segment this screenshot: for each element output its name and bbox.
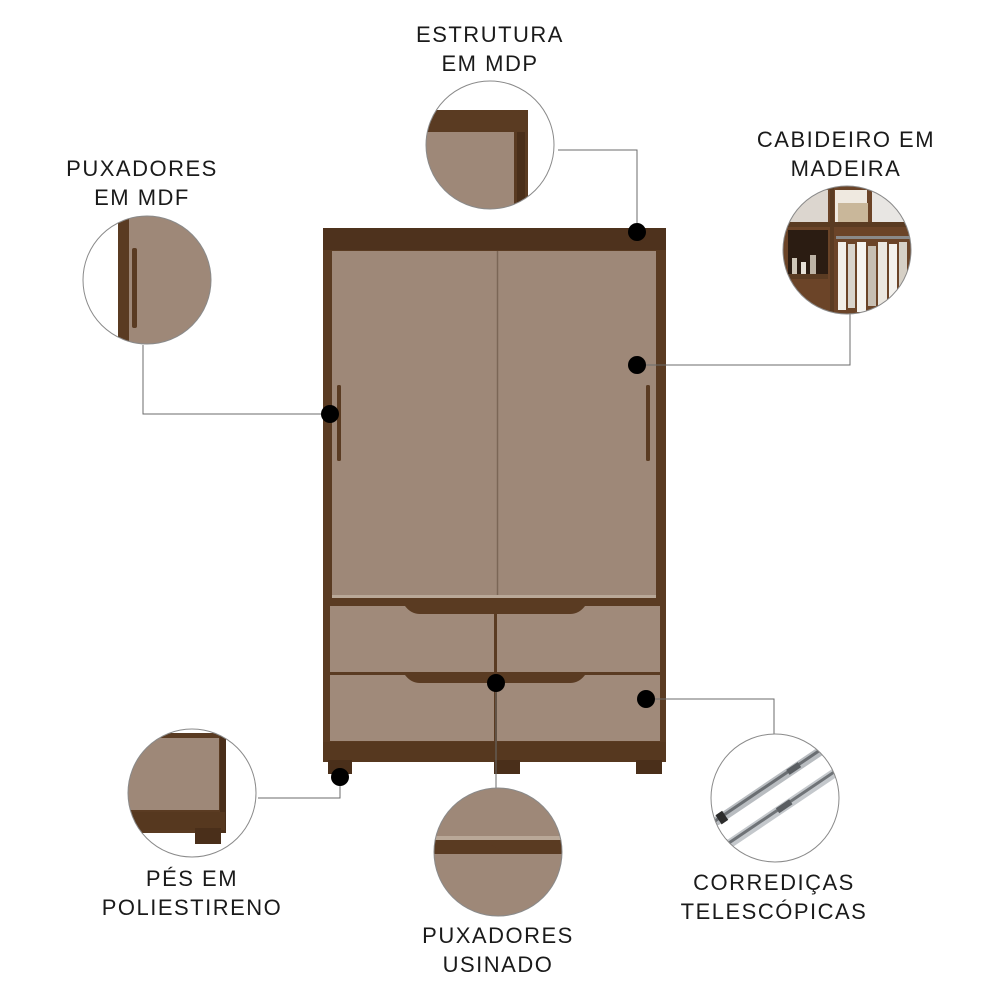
sliding-door-left [332,251,497,597]
detail-puxadores-mdf [82,215,212,345]
marker-puxadores-mdf [321,405,339,423]
detail-puxadores-usinado [433,787,563,917]
drawer-top-right [497,606,660,672]
label-pes-line1: PÉS EM [145,866,239,891]
drawer-handle-bottom-right [497,675,585,683]
callout-markers [321,223,655,786]
drawer-bottom-right [497,675,660,741]
label-cabideiro-line1: CABIDEIRO EM [756,127,936,152]
marker-corredicas [637,690,655,708]
door-handle-left [337,385,341,461]
marker-cabideiro [628,356,646,374]
sliding-door-right [498,251,656,597]
label-pes: PÉS EM POLIESTIRENO [82,864,302,922]
label-corredicas-line1: CORREDIÇAS [693,870,855,895]
label-puxadores-usinado-line1: PUXADORES [422,923,574,948]
detail-estrutura [425,80,555,210]
marker-estrutura [628,223,646,241]
marker-puxadores-usinado [487,674,505,692]
label-cabideiro-line2: MADEIRA [790,156,902,181]
wardrobe [323,228,666,774]
wardrobe-top [323,228,666,250]
label-puxadores-mdf-line1: PUXADORES [66,156,218,181]
label-cabideiro: CABIDEIRO EM MADEIRA [726,125,966,183]
wardrobe-base [323,742,666,762]
label-corredicas-line2: TELESCÓPICAS [680,899,868,924]
label-puxadores-mdf: PUXADORES EM MDF [42,154,242,212]
drawer-handle-bottom-left [405,675,494,683]
leader-lines [142,149,851,799]
drawer-handle-top-left [405,606,494,614]
detail-cabideiro [782,185,912,315]
detail-pes [127,728,257,858]
label-puxadores-usinado-line2: USINADO [442,952,554,977]
label-pes-line2: POLIESTIRENO [101,895,283,920]
label-estrutura-line1: ESTRUTURA [416,22,564,47]
foot-center [494,760,520,774]
label-puxadores-usinado: PUXADORES USINADO [398,921,598,979]
marker-pes [331,768,349,786]
detail-corredicas [710,733,840,863]
foot-right [636,760,662,774]
label-corredicas: CORREDIÇAS TELESCÓPICAS [664,868,884,926]
drawer-top-left [330,606,494,672]
label-puxadores-mdf-line2: EM MDF [94,185,190,210]
drawer-handle-top-right [497,606,585,614]
label-estrutura-line2: EM MDP [441,51,539,76]
label-estrutura: ESTRUTURA EM MDP [390,20,590,78]
door-handle-right [646,385,650,461]
drawer-bottom-left [330,675,494,741]
